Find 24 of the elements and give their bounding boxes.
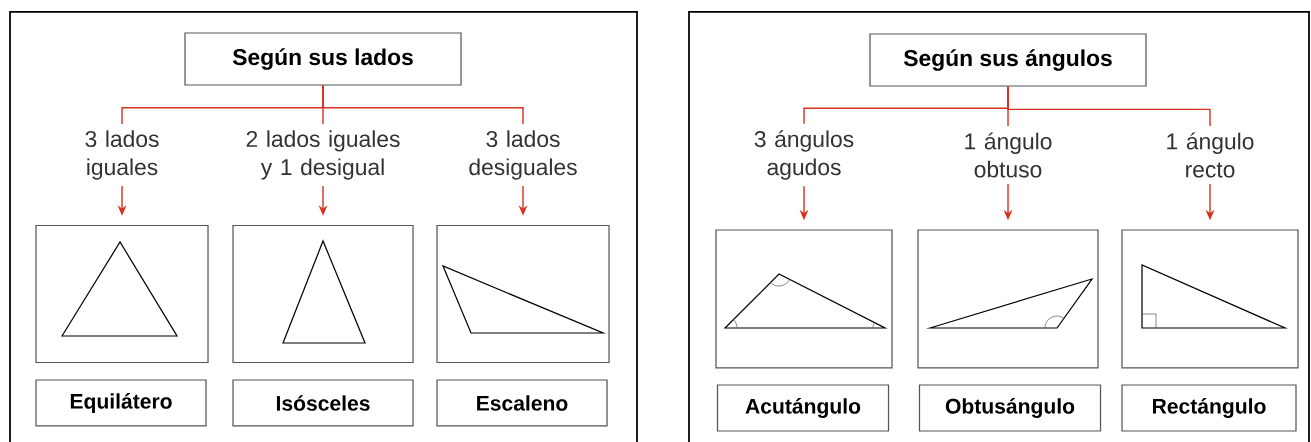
panel-frame	[688, 11, 1310, 442]
triangle-drawing	[917, 229, 1099, 369]
name-box: Isósceles	[232, 379, 414, 427]
connector-line	[1007, 85, 1211, 127]
panel-frame	[9, 11, 638, 442]
branch-label: 3 ángulos agudos	[754, 130, 854, 180]
name-box: Escaleno	[436, 379, 608, 427]
connector-line	[322, 84, 524, 125]
branch-label: 3 lados desiguales	[469, 130, 577, 180]
triangle-drawing	[715, 229, 893, 369]
branch-label: 2 lados iguales y 1 desigual	[246, 130, 400, 180]
triangle-drawing	[1121, 229, 1299, 369]
name-box: Acutángulo	[716, 384, 890, 432]
heading-box: Según sus ángulos	[869, 33, 1147, 87]
name-box: Equilátero	[35, 379, 207, 427]
name-box: Obtusángulo	[918, 384, 1102, 432]
triangle-drawing	[436, 224, 610, 364]
heading-box: Según sus lados	[184, 32, 462, 86]
branch-label: 1 ángulo obtuso	[965, 132, 1052, 178]
name-box: Rectángulo	[1121, 384, 1297, 432]
triangle-drawing	[232, 224, 414, 364]
triangle-drawing	[35, 224, 209, 364]
branch-label: 1 ángulo recto	[1167, 132, 1254, 178]
branch-label: 3 lados iguales	[85, 130, 159, 180]
